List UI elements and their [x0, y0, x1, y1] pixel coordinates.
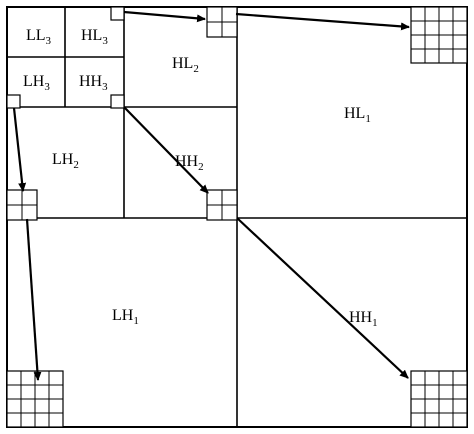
- block-lh3-outline: [6, 94, 21, 109]
- label-hh1: HH1: [349, 309, 378, 329]
- arrow-hh3-to-hh2: [123, 106, 209, 194]
- label-lh2: LH2: [52, 151, 79, 171]
- block-lh2: [6, 189, 38, 221]
- label-ll3: LL3: [26, 27, 52, 47]
- arrow-lh3-to-lh2: [12, 107, 27, 192]
- block-hl3-outline: [110, 6, 125, 21]
- block-hl1: [410, 6, 468, 64]
- block-hh2: [206, 189, 238, 221]
- block-hl2: [206, 6, 238, 38]
- arrow-hl2-to-hl1: [235, 12, 410, 31]
- label-hh3: HH3: [79, 73, 108, 93]
- label-lh3: LH3: [23, 73, 50, 93]
- arrow-hh2-to-hh1: [236, 217, 409, 379]
- arrow-lh2-to-lh1: [25, 218, 42, 381]
- block-lh1: [6, 370, 64, 428]
- label-hl3: HL3: [81, 27, 108, 47]
- label-hl2: HL2: [172, 55, 199, 75]
- block-hh3-outline: [110, 94, 125, 109]
- coefficient-blocks: [6, 6, 468, 428]
- block-lh3: [6, 94, 21, 109]
- label-hl1: HL1: [344, 105, 371, 125]
- label-lh1: LH1: [112, 307, 139, 327]
- block-hh3: [110, 94, 125, 109]
- block-hh1: [410, 370, 468, 428]
- arrow-hl3-to-hl2: [123, 10, 206, 23]
- block-hl3: [110, 6, 125, 21]
